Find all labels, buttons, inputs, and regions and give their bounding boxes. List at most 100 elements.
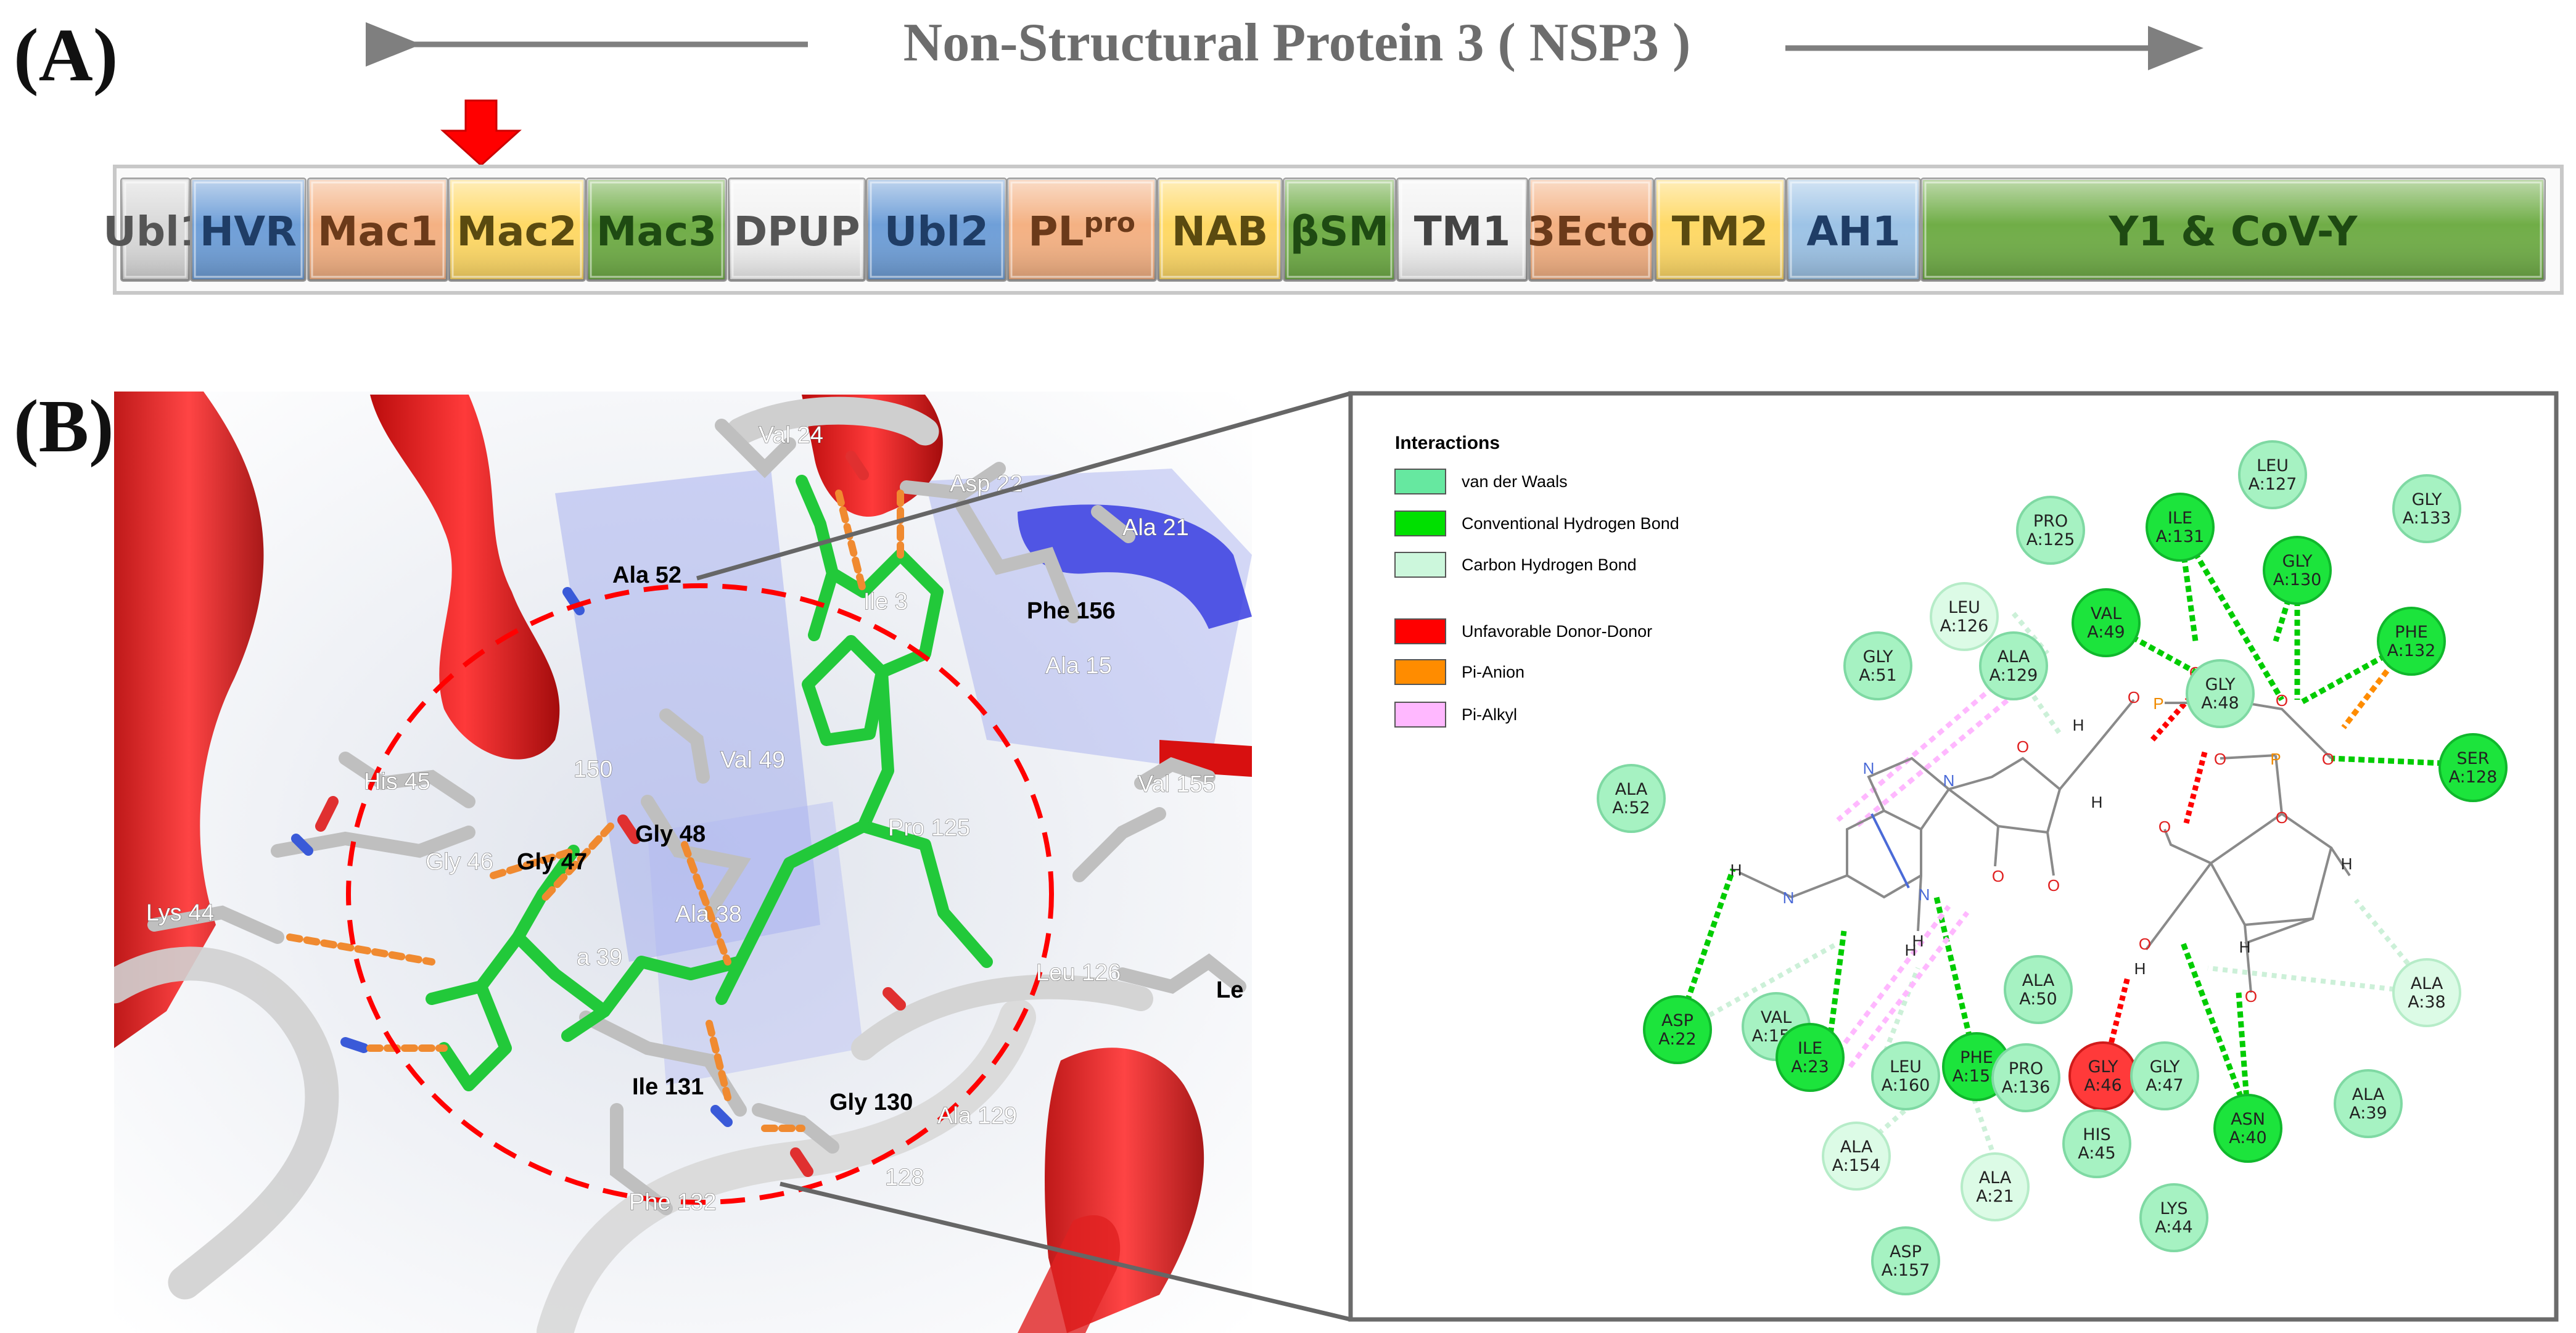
atom-h: H (2091, 793, 2103, 811)
residue-id: A:127 (2249, 475, 2297, 494)
legend-label: Carbon Hydrogen Bond (1462, 556, 1637, 574)
residue-name: ASN (2231, 1110, 2265, 1129)
legend-item: Carbon Hydrogen Bond (1394, 552, 1637, 578)
domain-label: Mac3 (596, 208, 717, 255)
residue-name: ALA (2411, 974, 2443, 993)
domain-nab: NAB (1157, 178, 1283, 282)
structure-label: Gly 130 (829, 1089, 913, 1115)
alpha-helix-blue (1018, 504, 1252, 629)
legend-item: van der Waals (1394, 469, 1568, 494)
legend-label: Pi-Alkyl (1462, 705, 1517, 724)
atom-h: H (2073, 716, 2084, 734)
atom-o: O (2245, 987, 2257, 1006)
atom-o: O (1992, 867, 2004, 885)
residue-name: LEU (2257, 456, 2289, 475)
atom-h: H (1905, 941, 1917, 959)
atom-o: O (2047, 876, 2060, 895)
domain--sm: βSM (1283, 178, 1396, 282)
structure-label: Gly 48 (635, 821, 706, 847)
atom-h: H (1730, 861, 1742, 879)
residue-name: LYS (2160, 1199, 2187, 1218)
structure-label: Phe 132 (629, 1189, 717, 1215)
domain-tm1: TM1 (1396, 178, 1528, 282)
residue-id: A:130 (2273, 570, 2322, 589)
atom-o: O (2214, 750, 2226, 768)
residue-id: A:129 (1990, 666, 2038, 685)
residue-name: PHE (2395, 623, 2428, 642)
residue-id: A:131 (2156, 527, 2205, 546)
residue-name: VAL (2091, 604, 2121, 623)
legend-item: Conventional Hydrogen Bond (1394, 511, 1679, 536)
atom-p: P (2270, 750, 2281, 768)
residue-name: PHE (1960, 1048, 1993, 1067)
atom-h: H (2239, 938, 2251, 956)
legend-item: Pi-Alkyl (1394, 702, 1517, 728)
legend-item: Pi-Anion (1394, 659, 1525, 685)
atom-n: N (1919, 885, 1930, 904)
domain-ubl1: Ubl1 (103, 178, 208, 282)
structure-label: 150 (574, 757, 612, 782)
residue-name: ASP (1661, 1011, 1693, 1030)
atom-n: N (1863, 759, 1875, 777)
structure-label: Gly 46 (426, 849, 493, 875)
atom-o: O (2276, 808, 2288, 827)
residue-id: A:23 (1791, 1057, 1829, 1077)
hbond-dashes-3d (286, 483, 904, 1132)
residue-name: GLY (2088, 1057, 2118, 1077)
structure-label: Ala 15 (1045, 653, 1112, 679)
residue-name: PRO (2033, 512, 2068, 531)
residue-name: PRO (2009, 1059, 2043, 1078)
residue-name: ALA (1979, 1168, 2012, 1187)
structure-label: Leu 126 (1036, 960, 1121, 986)
structure-label: Ile 3 (863, 589, 908, 615)
structure-label: Pro 125 (888, 815, 970, 841)
residue-id: A:38 (2408, 993, 2445, 1012)
residue-name: LEU (1890, 1057, 1922, 1077)
atom-h: H (1912, 932, 1924, 950)
alpha-helix (114, 392, 264, 1048)
structure-label: Val 155 (1138, 771, 1216, 797)
residue-id: A:47 (2146, 1076, 2183, 1095)
residue-id: A:21 (1976, 1187, 2014, 1206)
residue-id: A:40 (2229, 1128, 2266, 1147)
domain-tm2: TM2 (1654, 178, 1786, 282)
loop-coil (114, 946, 339, 1300)
atom-h: H (2134, 959, 2146, 978)
alpha-helix (370, 395, 560, 760)
domain-label: Mac2 (456, 208, 577, 255)
residue-name: VAL (1761, 1008, 1792, 1027)
structure-label: Ala 21 (1122, 515, 1189, 541)
atom-h: H (2341, 855, 2353, 873)
residue-name: GLY (1863, 647, 1893, 666)
residue-id: A:45 (2078, 1144, 2115, 1163)
residue-id: A:48 (2201, 694, 2239, 713)
structure-label: His 45 (364, 769, 430, 795)
domain-mac1: Mac1 (307, 178, 448, 282)
residue-name: ILE (2168, 509, 2192, 528)
legend-title: Interactions (1395, 433, 1500, 453)
residue-name: ALA (1615, 780, 1648, 799)
structure-label: Lys 44 (146, 900, 215, 926)
residue-id: A:51 (1859, 666, 1896, 685)
residue-name: ILE (1798, 1039, 1822, 1058)
domain-ah1: AH1 (1786, 178, 1921, 282)
structure-label: Asp 22 (950, 471, 1023, 497)
structure-label: Gly 47 (517, 849, 587, 875)
residue-id: A:160 (1882, 1076, 1930, 1095)
